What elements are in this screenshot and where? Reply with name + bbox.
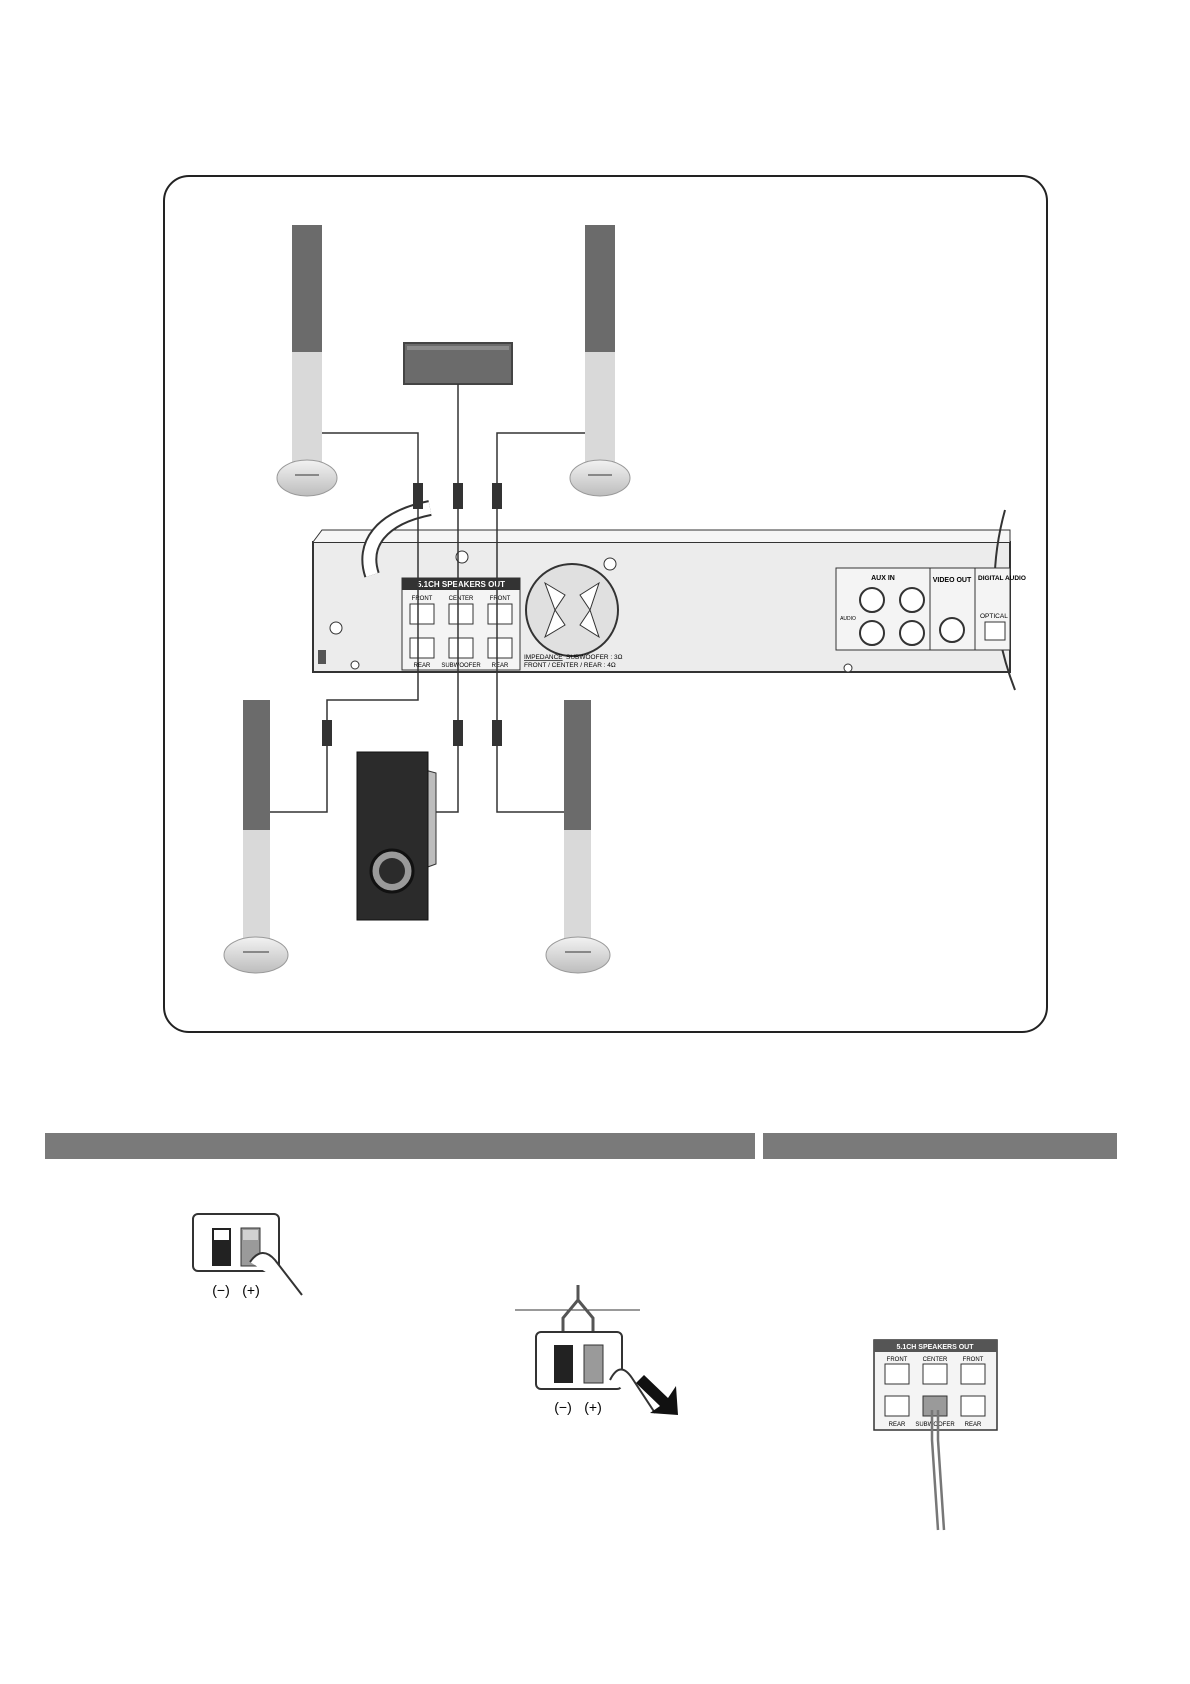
receiver-rear-panel: 5.1CH SPEAKERS OUT FRONT CENTER FRONT RE…	[312, 509, 1026, 691]
center-speaker	[403, 342, 513, 385]
step2-minus: (−)	[554, 1399, 572, 1415]
detail-rear-right: REAR	[965, 1422, 982, 1428]
impedance-front-center-rear: FRONT / CENTER / REAR : 4Ω	[524, 662, 616, 669]
ferrite-cores	[322, 483, 502, 746]
rear-right-label: REAR	[492, 663, 509, 669]
front-left-label: FRONT	[412, 596, 433, 602]
digital-audio-label: DIGITAL AUDIO	[978, 575, 1026, 582]
detail-subwoofer: SUBWOOFER	[915, 1422, 955, 1428]
optical-label: OPTICAL	[980, 613, 1008, 620]
detail-rear-left: REAR	[889, 1422, 906, 1428]
front-right-label: FRONT	[490, 596, 511, 602]
detail-front-right: FRONT	[963, 1357, 984, 1363]
speakers-out-title: 5.1CH SPEAKERS OUT	[417, 580, 505, 589]
rear-left-label: REAR	[414, 663, 431, 669]
center-label: CENTER	[449, 596, 474, 602]
step2-plus: (+)	[584, 1399, 602, 1415]
step1-plus: (+)	[242, 1282, 260, 1298]
front-left-speaker	[276, 225, 338, 497]
section-bar-left	[45, 1133, 755, 1159]
terminal-step-1: (−) (+)	[192, 1213, 303, 1298]
detail-front-left: FRONT	[887, 1357, 908, 1363]
impedance-subwoofer: SUBWOOFER : 3Ω	[566, 654, 623, 661]
speaker-wires	[270, 384, 585, 813]
front-right-speaker	[569, 225, 631, 497]
subwoofer-speaker	[356, 751, 437, 921]
video-out-label: VIDEO OUT	[933, 577, 972, 584]
step1-minus: (−)	[212, 1282, 230, 1298]
section-bar-right	[763, 1133, 1117, 1159]
audio-label: AUDIO	[840, 616, 856, 622]
impedance-label: IMPEDANCE	[524, 654, 563, 661]
terminal-step-2: (−) (+)	[515, 1285, 678, 1415]
pull-arrow-icon	[636, 1375, 678, 1415]
connector-detail: 5.1CH SPEAKERS OUT FRONT CENTER FRONT RE…	[873, 1339, 998, 1531]
aux-in-label: AUX IN	[871, 575, 895, 582]
detail-title: 5.1CH SPEAKERS OUT	[896, 1344, 974, 1351]
detail-center: CENTER	[923, 1357, 948, 1363]
subwoofer-label: SUBWOOFER	[441, 663, 481, 669]
rear-left-speaker	[223, 700, 289, 974]
diagram-frame	[163, 175, 1048, 1033]
rear-right-speaker	[545, 700, 611, 974]
